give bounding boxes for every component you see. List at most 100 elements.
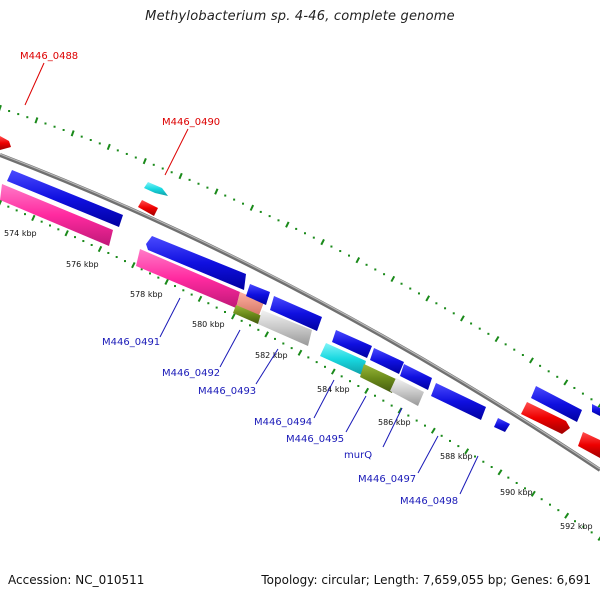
ring-dot — [539, 364, 542, 367]
tick-label: 578 kbp — [130, 290, 163, 299]
cds-blue-586[interactable] — [400, 364, 432, 390]
cds-pink-578[interactable] — [136, 249, 240, 308]
ring-dot — [573, 386, 576, 389]
ring-tick-mark — [597, 536, 600, 542]
cds-grey-586[interactable] — [390, 378, 424, 406]
leader-line-m446-0493 — [255, 348, 279, 385]
cds-red-592[interactable] — [578, 432, 600, 458]
ring-dot — [125, 152, 128, 155]
ring-dot — [277, 219, 280, 222]
gene-label-m446-0494[interactable]: M446_0494 — [254, 417, 312, 428]
ring-tick-mark — [563, 379, 569, 386]
cds-blue-587[interactable] — [431, 383, 486, 420]
cds-blue-590[interactable] — [531, 386, 582, 422]
ring-tick-mark — [494, 335, 500, 343]
ring-tick-mark — [425, 295, 431, 302]
outer-tick-ring — [0, 104, 600, 409]
cds-red-590[interactable] — [521, 402, 570, 434]
ring-tick-mark — [131, 262, 136, 269]
ring-tick-mark — [497, 469, 503, 476]
cds-blue-588-small[interactable] — [494, 418, 510, 432]
ring-dot — [24, 213, 26, 216]
leader-line-m446-0494 — [313, 379, 335, 419]
leader-line-m446-0491 — [159, 297, 181, 338]
tick-label: 582 kbp — [255, 351, 288, 360]
ring-dot — [15, 209, 18, 212]
genome-backbone-highlight — [0, 153, 600, 470]
ring-tick-mark — [64, 230, 69, 237]
ring-dot — [98, 142, 101, 145]
cds-olive-586[interactable] — [360, 364, 396, 393]
ring-dot — [574, 520, 576, 523]
ring-tick-mark — [320, 238, 325, 246]
ring-dot — [549, 503, 551, 506]
ring-dot — [268, 215, 271, 218]
ring-dot — [348, 254, 351, 257]
genome-summary-text: Topology: circular; Length: 7,659,055 bp… — [261, 573, 591, 587]
cds-salmon-580[interactable] — [236, 292, 264, 318]
ring-dot — [242, 202, 245, 205]
ring-dot — [340, 375, 343, 378]
cds-blue-580a[interactable] — [246, 284, 270, 305]
gene-label-murq[interactable]: murQ — [344, 450, 372, 461]
gene-m446-0488-feature[interactable] — [0, 136, 11, 150]
cds-pink-574[interactable] — [0, 184, 113, 246]
ring-dot — [513, 348, 516, 351]
ring-tick-mark — [460, 315, 465, 322]
genome-backbone — [0, 153, 600, 472]
ring-dot — [161, 167, 164, 170]
tick-label: 584 kbp — [317, 385, 350, 394]
ring-dot — [197, 182, 200, 185]
ring-tick-mark — [285, 221, 290, 228]
cds-blue-578[interactable] — [146, 236, 246, 290]
gene-label-m446-0492[interactable]: M446_0492 — [162, 368, 220, 379]
ring-dot — [124, 260, 126, 263]
gene-m446-0490-feature[interactable] — [144, 182, 168, 196]
ring-tick-mark — [197, 295, 203, 303]
ring-dot — [440, 434, 443, 437]
cds-blue-580b[interactable] — [270, 296, 322, 331]
ring-dot — [312, 236, 315, 239]
cds-blue-592-edge[interactable] — [592, 404, 600, 416]
ring-dot — [449, 439, 451, 442]
gene-label-m446-0498[interactable]: M446_0498 — [400, 496, 458, 507]
cds-cyan-584[interactable] — [320, 343, 366, 375]
ring-dot — [357, 384, 360, 387]
ring-dot — [215, 306, 218, 309]
ring-dot — [249, 324, 251, 327]
ring-tick-mark — [70, 130, 75, 137]
map-title: Methylobacterium sp. 4-46, complete geno… — [145, 9, 455, 24]
cds-blue-574[interactable] — [7, 170, 123, 227]
gene-label-m446-0495[interactable]: M446_0495 — [286, 434, 344, 445]
ring-tick-mark — [264, 331, 269, 338]
cds-blue-584b[interactable] — [370, 348, 404, 374]
gene-label-m446-0493[interactable]: M446_0493 — [198, 386, 256, 397]
ring-dot — [415, 419, 418, 422]
ring-dot — [259, 210, 262, 213]
ring-dot — [582, 525, 585, 528]
ring-dot — [374, 268, 377, 271]
ring-dot — [57, 228, 60, 231]
tick-label: 592 kbp — [560, 522, 593, 531]
gene-label-m446-0491[interactable]: M446_0491 — [102, 337, 160, 348]
gene-label-m446-0488[interactable]: M446_0488 — [20, 51, 78, 62]
cds-olive-580[interactable] — [233, 305, 262, 324]
ring-dot — [504, 343, 507, 346]
ring-dot — [274, 337, 276, 340]
ring-dot — [490, 466, 493, 469]
cds-blue-584a[interactable] — [332, 330, 372, 358]
ring-dot — [49, 224, 51, 227]
gene-label-m446-0497[interactable]: M446_0497 — [358, 474, 416, 485]
ring-dot — [157, 276, 160, 279]
ring-tick-mark — [231, 313, 236, 320]
tick-label: 580 kbp — [192, 320, 225, 329]
leader-line-m446-0488 — [24, 62, 45, 106]
ring-dot — [174, 285, 176, 288]
ring-dot — [417, 292, 420, 295]
ring-dot — [207, 302, 210, 305]
ring-tick-mark — [34, 117, 39, 124]
ring-dot — [82, 240, 85, 243]
gene-label-m446-0490[interactable]: M446_0490 — [162, 117, 220, 128]
cds-grey-582[interactable] — [258, 310, 312, 346]
gene-m446-0490-cds[interactable] — [138, 200, 158, 216]
